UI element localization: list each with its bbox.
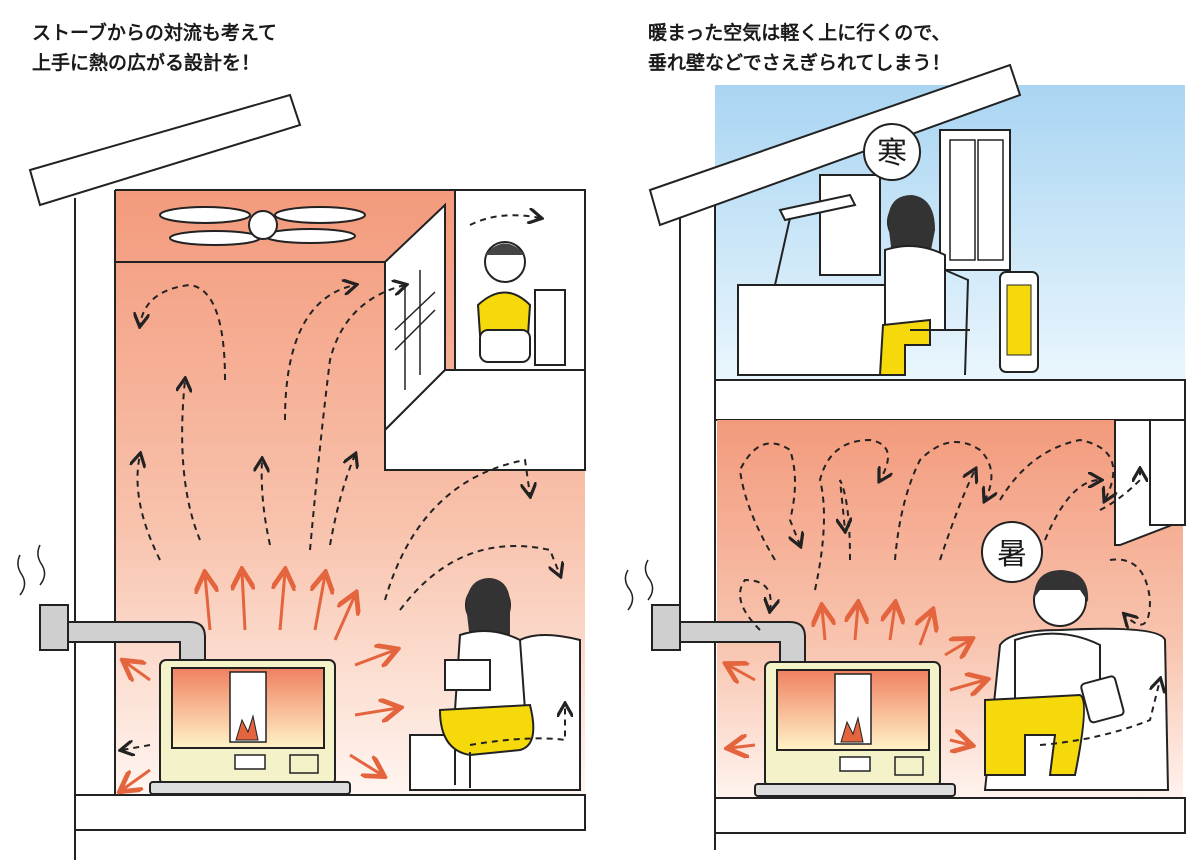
space-heater-icon	[999, 271, 1039, 373]
roof	[28, 93, 302, 207]
cold-woman-figure	[878, 195, 970, 376]
loft	[384, 189, 586, 471]
air-flow-lines-right	[738, 438, 1160, 746]
convection-arrows-right	[728, 605, 985, 748]
right-caption-line1: 暖まった空気は軽く上に行くので、	[648, 22, 951, 44]
left-caption: ストーブからの対流も考えて 上手に熱の広がる設計を！	[32, 18, 277, 78]
left-caption-line2: 上手に熱の広がる設計を！	[32, 52, 261, 74]
kerosene-stove	[651, 604, 956, 797]
cold-bubble-text: 寒	[877, 136, 907, 171]
child-figure	[476, 241, 566, 366]
left-caption-line1: ストーブからの対流も考えて	[32, 22, 277, 44]
hot-man-figure	[983, 570, 1170, 791]
hot-bubble-text: 暑	[997, 537, 1027, 572]
convection-arrows-left	[122, 572, 398, 790]
floor	[714, 797, 1186, 834]
air-flow-lines-left	[122, 215, 565, 750]
kerosene-stove	[39, 604, 351, 795]
right-house: 寒 暑	[624, 63, 1186, 850]
ceiling-fan-icon	[159, 206, 366, 246]
woman-reading-figure	[409, 578, 581, 791]
second-floor-slab	[714, 379, 1186, 421]
heat-wiggle-icon	[17, 544, 46, 596]
roof	[648, 63, 1022, 227]
floor	[74, 794, 586, 831]
left-house	[17, 93, 586, 860]
heat-wiggle-icon	[624, 559, 654, 611]
right-caption: 暖まった空気は軽く上に行くので、 垂れ壁などでさえぎられてしまう！	[648, 18, 950, 78]
cold-speech-bubble: 寒	[863, 123, 921, 181]
hot-speech-bubble: 暑	[981, 521, 1043, 583]
right-caption-line2: 垂れ壁などでさえぎられてしまう！	[648, 52, 951, 74]
window	[939, 129, 1011, 271]
